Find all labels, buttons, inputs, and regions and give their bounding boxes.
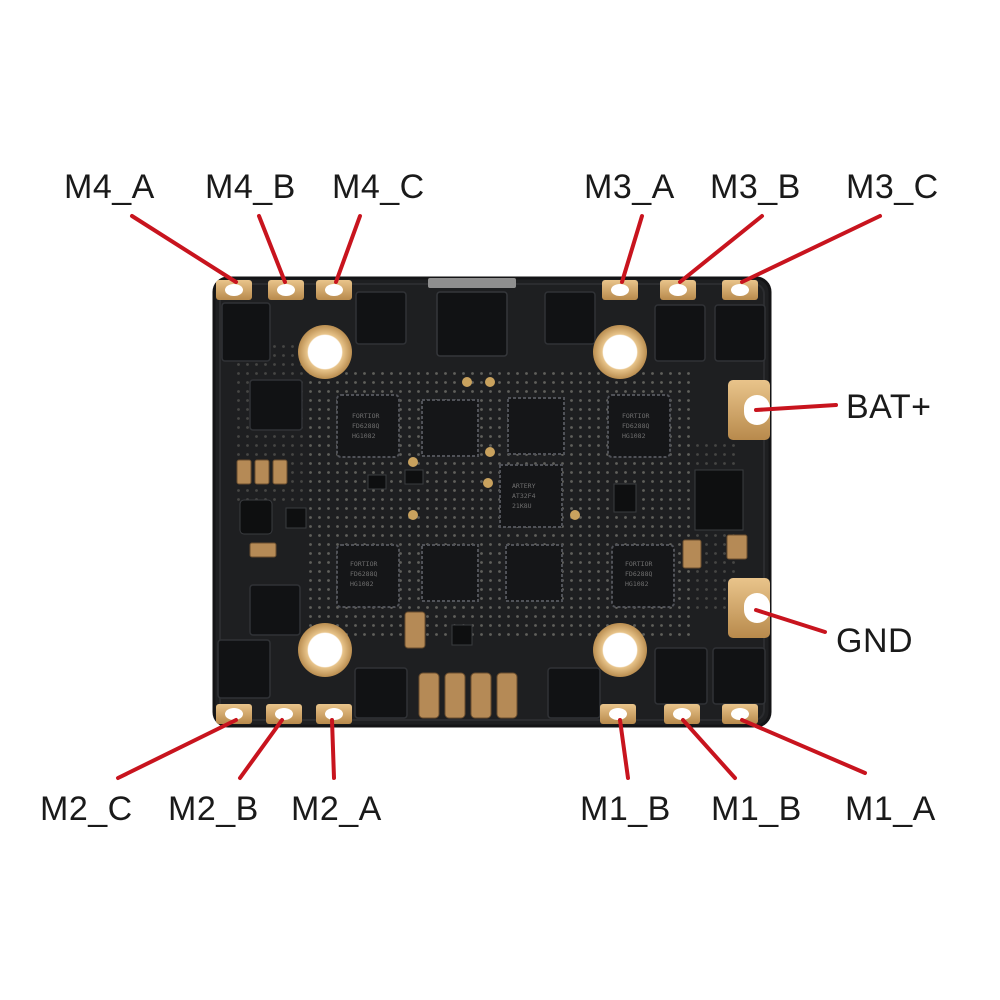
label-m3-c: M3_C <box>846 168 939 206</box>
leader-m1-b-right <box>681 718 737 780</box>
mcu-chips <box>421 397 565 602</box>
leader-m2-c <box>116 718 238 780</box>
top-center-chip <box>428 278 516 357</box>
label-m1-b-right: M1_B <box>711 790 802 828</box>
svg-text:FORTIOR: FORTIOR <box>350 560 377 568</box>
mounting-holes <box>298 325 647 677</box>
svg-text:FORTIOR: FORTIOR <box>352 412 379 420</box>
label-bat-plus: BAT+ <box>846 388 932 426</box>
label-m2-c: M2_C <box>40 790 133 828</box>
motor-pads-top <box>216 280 758 300</box>
leader-m1-b-left <box>618 718 630 780</box>
driver-chip-bl: FORTIOR FD6288Q HG1082 <box>336 544 400 608</box>
capacitors <box>236 459 748 719</box>
gold-test-points <box>408 377 580 520</box>
driver-chip-tl: FORTIOR FD6288Q HG1082 <box>336 394 400 458</box>
motor-pads-bottom <box>216 704 758 724</box>
svg-text:FD6288Q: FD6288Q <box>622 422 649 430</box>
driver-chip-br: FORTIOR FD6288Q HG1082 <box>611 544 675 608</box>
label-m2-a: M2_A <box>291 790 382 828</box>
svg-text:HG1082: HG1082 <box>352 432 376 440</box>
svg-text:AT32F4: AT32F4 <box>512 492 536 500</box>
svg-text:FD6288Q: FD6288Q <box>625 570 652 578</box>
gnd-pad <box>728 578 770 638</box>
leader-m4-b <box>257 214 287 284</box>
svg-text:FD6288Q: FD6288Q <box>350 570 377 578</box>
label-m4-b: M4_B <box>205 168 296 206</box>
svg-text:HG1082: HG1082 <box>350 580 374 588</box>
label-m1-b-left: M1_B <box>580 790 671 828</box>
svg-text:FD6288Q: FD6288Q <box>352 422 379 430</box>
label-m3-b: M3_B <box>710 168 801 206</box>
leader-lines <box>116 214 882 780</box>
mcu-markings: ARTERY AT32F4 21K8U <box>512 482 536 510</box>
leader-m1-a <box>740 718 867 775</box>
bottom-mosfets <box>217 584 766 719</box>
leader-m4-a <box>130 214 238 284</box>
svg-text:FORTIOR: FORTIOR <box>625 560 652 568</box>
small-components <box>239 469 744 646</box>
label-m2-b: M2_B <box>168 790 259 828</box>
driver-chip-tr: FORTIOR FD6288Q HG1082 <box>607 394 671 458</box>
label-m4-a: M4_A <box>64 168 155 206</box>
svg-text:ARTERY: ARTERY <box>512 482 536 490</box>
leader-m2-b <box>238 718 284 780</box>
svg-text:21K8U: 21K8U <box>512 502 532 510</box>
leader-m3-b <box>678 214 764 284</box>
label-m4-c: M4_C <box>332 168 425 206</box>
label-gnd: GND <box>836 622 914 660</box>
leader-m4-c <box>334 214 362 284</box>
svg-text:HG1082: HG1082 <box>622 432 646 440</box>
leader-gnd <box>754 608 827 634</box>
leader-m3-a <box>620 214 644 284</box>
label-m3-a: M3_A <box>584 168 675 206</box>
leader-m3-c <box>740 214 882 284</box>
top-mosfets <box>221 291 766 431</box>
label-m1-a: M1_A <box>845 790 936 828</box>
leader-bat <box>754 403 838 412</box>
bat-plus-pad <box>728 380 770 440</box>
svg-text:FORTIOR: FORTIOR <box>622 412 649 420</box>
leader-m2-a <box>330 718 336 780</box>
svg-text:HG1082: HG1082 <box>625 580 649 588</box>
